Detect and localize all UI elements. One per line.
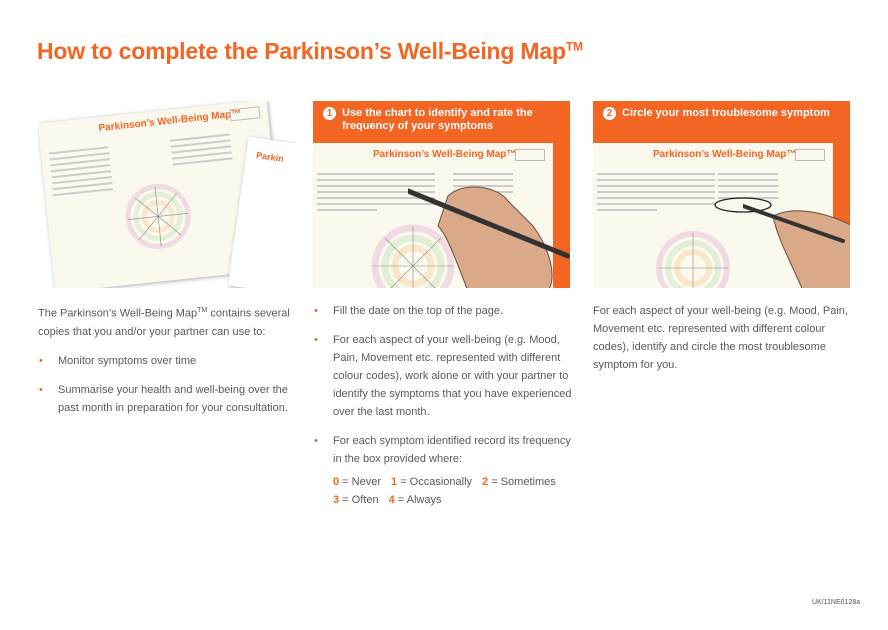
illustration-step-1: 1 Use the chart to identify and rate the … bbox=[313, 101, 570, 288]
list-item: Fill the date on the top of the page. bbox=[313, 302, 575, 320]
page-title: How to complete the Parkinson’s Well-Bei… bbox=[37, 38, 583, 64]
step-number: 2 bbox=[603, 107, 616, 120]
illustration-map-copies: Parkinson’s Well-Being Map™ Parkin bbox=[38, 101, 295, 288]
wellbeing-wheel-icon bbox=[656, 231, 730, 288]
circled-symptom-icon bbox=[714, 197, 772, 213]
intro-column: The Parkinson’s Well-Being MapTM contain… bbox=[38, 302, 300, 417]
intro-text: The Parkinson’s Well-Being MapTM contain… bbox=[38, 307, 290, 338]
step-heading: Circle your most troublesome symptom bbox=[622, 107, 830, 119]
hand-with-pen-icon bbox=[743, 204, 850, 288]
document-code: UK/11NE0128a bbox=[812, 599, 861, 606]
list-item: Summarise your health and well-being ove… bbox=[38, 381, 300, 417]
hand-with-pen-icon bbox=[408, 186, 570, 288]
map-document: Parkinson’s Well-Being Map™ bbox=[38, 101, 285, 288]
step-1-column: Fill the date on the top of the page. Fo… bbox=[313, 302, 575, 509]
wellbeing-wheel-icon bbox=[125, 183, 191, 249]
list-item: Monitor symptoms over time bbox=[38, 352, 300, 370]
step-2-column: For each aspect of your well-being (e.g.… bbox=[593, 305, 848, 371]
list-item: For each aspect of your well-being (e.g.… bbox=[313, 331, 575, 421]
wellbeing-wheel-icon bbox=[371, 224, 455, 288]
step-heading: Use the chart to identify and rate the f… bbox=[342, 107, 533, 132]
step-number: 1 bbox=[323, 107, 336, 120]
list-item: For each symptom identified record its f… bbox=[313, 432, 575, 468]
